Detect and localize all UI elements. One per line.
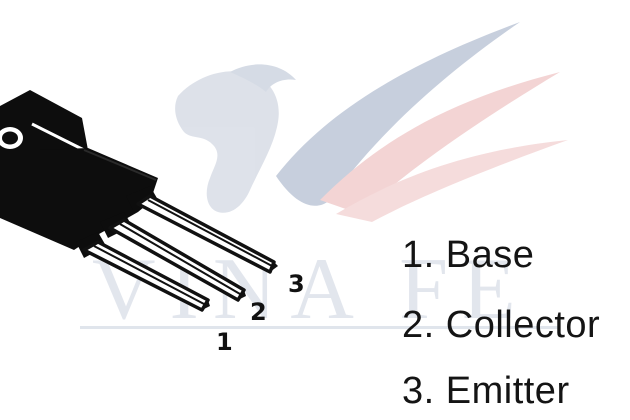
wing-blue-watermark [276, 22, 520, 206]
lead-3 [136, 194, 278, 274]
lead-1 [82, 240, 210, 312]
mounting-hole-inner [2, 131, 18, 145]
lead-1-tip [202, 300, 210, 310]
transistor-package [0, 90, 278, 312]
lead-2 [108, 218, 246, 302]
lead-2-tip [238, 290, 246, 300]
horse-head-watermark [175, 71, 279, 213]
pin-number-3: 3 [288, 270, 305, 298]
body-top-edge [83, 149, 157, 181]
legend-base: 1. Base [402, 234, 535, 276]
pin-number-2: 2 [250, 298, 267, 326]
wing-red-1-watermark [320, 72, 560, 214]
legend-emitter: 3. Emitter [402, 370, 570, 412]
watermark-underline [80, 326, 560, 329]
lead-shoulder-3 [126, 186, 158, 212]
pin-number-1: 1 [216, 328, 233, 356]
horse-mane-watermark [230, 64, 296, 92]
tab-edge-highlight [31, 122, 85, 152]
legend-collector: 2. Collector [402, 304, 601, 346]
transistor-body [0, 148, 158, 250]
lead-3-tip [270, 262, 278, 272]
wing-red-2-watermark [336, 140, 568, 222]
watermark-logo [80, 22, 568, 329]
